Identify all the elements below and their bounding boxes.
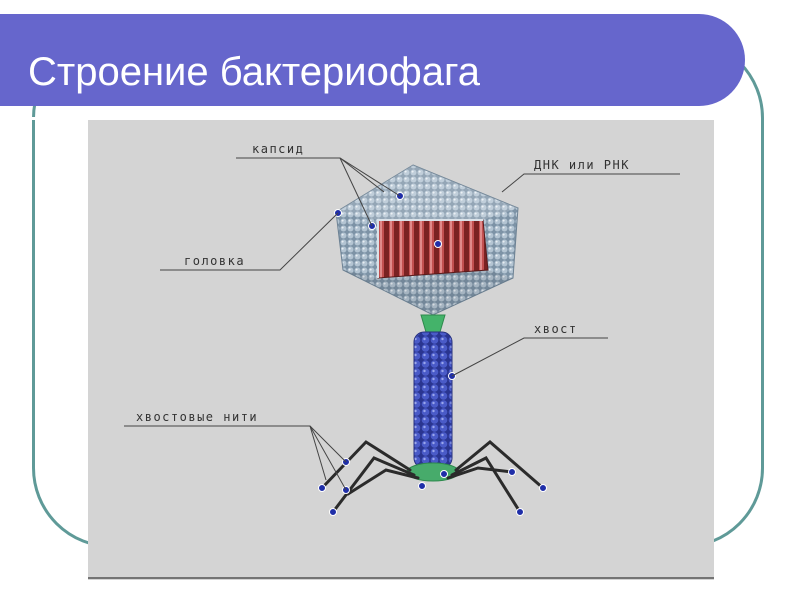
slide-title: Строение бактериофага (28, 50, 480, 94)
phage-tail (413, 331, 453, 469)
leader-lines (124, 157, 680, 491)
capsid-leader (236, 157, 401, 197)
tail-sheath (413, 331, 453, 469)
marker-dot (318, 484, 326, 492)
marker-dot (539, 484, 547, 492)
label-head: головка (184, 254, 245, 268)
capsid-cut-edge (377, 219, 483, 278)
tail-fiber (454, 440, 545, 490)
tail-fibers-leader (309, 425, 327, 481)
tail-fiber (346, 468, 420, 496)
bacteriophage-diagram: капсид ДНК или РНК головка хвост хвостов… (88, 142, 714, 579)
nucleic-acid-core (377, 219, 489, 279)
tail-leader (451, 337, 608, 377)
marker-dot (434, 240, 442, 248)
capsid-leader (339, 157, 373, 227)
bacteriophage-figure: капсид ДНК или РНК головка хвост хвостов… (88, 120, 714, 580)
marker-dot (329, 508, 337, 516)
tail-fiber (446, 466, 514, 480)
marker-dot (516, 508, 524, 516)
capsid-lower-facet (343, 270, 513, 315)
label-tail-fibers: хвостовые нити (136, 410, 258, 424)
head-leader (160, 212, 339, 271)
capsid-leader (339, 157, 385, 193)
label-tail: хвост (534, 322, 578, 336)
nucleic-acid-leader (501, 173, 680, 193)
marker-dot (418, 482, 426, 490)
marker-dot (508, 468, 516, 476)
title-underline (0, 117, 708, 120)
phage-head (335, 164, 519, 316)
label-nucleic-acid: ДНК или РНК (534, 158, 630, 172)
title-bar: Строение бактериофага (0, 14, 745, 120)
tail-fibers-leader (309, 425, 347, 491)
capsid-top-facet (336, 165, 518, 220)
label-capsid: капсид (252, 142, 304, 156)
marker-dot (440, 470, 448, 478)
phage-collar (420, 314, 446, 333)
tail-fiber (450, 456, 522, 514)
